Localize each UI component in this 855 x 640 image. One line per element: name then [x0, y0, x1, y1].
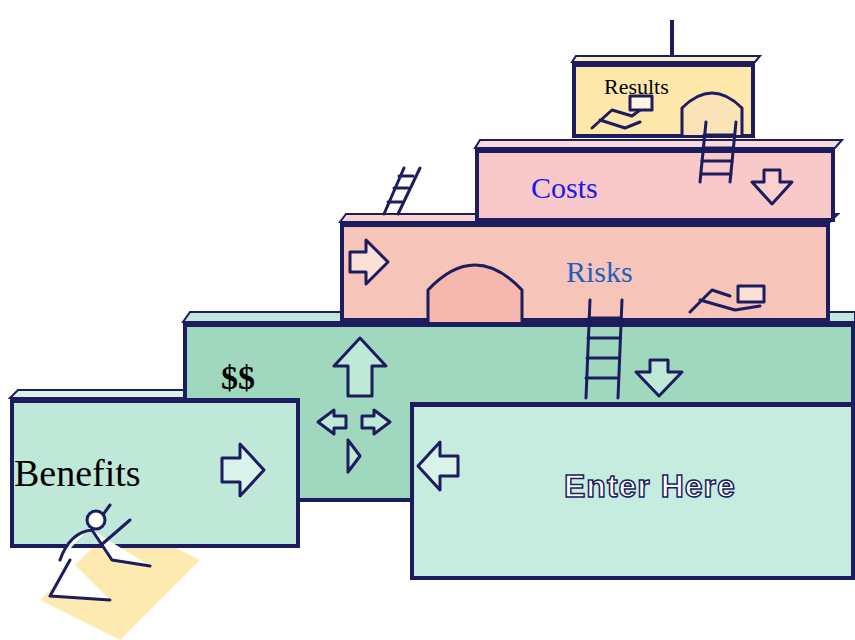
figure — [690, 290, 760, 312]
figure — [592, 104, 648, 128]
figure-head — [87, 511, 105, 529]
arch — [682, 93, 742, 135]
wall-label: Enter Here — [564, 469, 736, 504]
arrow-symbol — [418, 442, 458, 490]
wall-label: Benefits — [14, 453, 141, 495]
laptop — [630, 96, 652, 110]
wall-top — [475, 140, 842, 148]
wall-block: Results — [572, 62, 755, 138]
arrow-symbol — [222, 444, 264, 496]
wall-label: $$ — [221, 359, 255, 396]
wall-block: Risks — [340, 222, 830, 322]
ladder — [384, 168, 420, 214]
arch — [428, 265, 522, 322]
arrow-symbol — [350, 240, 388, 284]
wall-block: Benefits — [10, 398, 300, 548]
ladder — [586, 300, 622, 398]
wall-label: Results — [604, 75, 669, 99]
wall-block: Enter Here — [410, 402, 855, 580]
arrow-symbol — [318, 410, 346, 434]
wall-label: Risks — [566, 255, 633, 288]
ladder — [700, 122, 736, 182]
laptop — [738, 286, 764, 302]
wall-block: Costs — [475, 148, 835, 222]
arrow-symbol — [752, 170, 792, 204]
figure — [50, 505, 150, 600]
arrow-symbol — [348, 440, 360, 472]
pole — [670, 20, 674, 58]
arrow-symbol — [362, 410, 390, 434]
arrow-symbol — [334, 338, 386, 396]
arrow-symbol — [636, 360, 682, 396]
wall-label: Costs — [531, 171, 598, 204]
illustration-strokes — [50, 93, 792, 600]
